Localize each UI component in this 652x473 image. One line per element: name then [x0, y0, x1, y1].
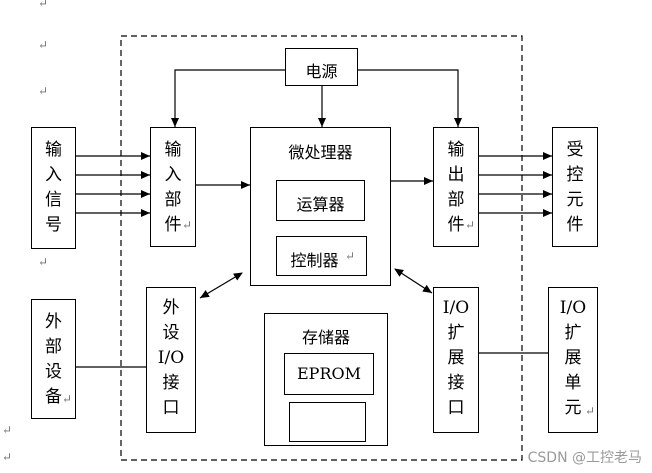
input-signal-label: 输 入 信 号: [45, 140, 62, 235]
peripheral-io-box: 外 设 I/O 接 口: [146, 287, 196, 433]
system-boundary: [120, 35, 523, 461]
peripheral-io-label: 外 设 I/O 接 口: [157, 298, 185, 418]
external-device-label: 外 部 设 备: [45, 312, 62, 407]
controller-label: 控制器: [290, 251, 339, 270]
io-expansion-unit-label: I/O 扩 展 单 元: [559, 298, 587, 418]
paragraph-mark: ↵: [182, 218, 193, 232]
power-box: 电源: [285, 48, 358, 86]
memory-blank-box: [289, 402, 366, 442]
alu-box: 运算器: [276, 180, 365, 221]
eprom-label: EPROM: [297, 364, 361, 383]
controlled-element-label: 受 控 元 件: [566, 140, 584, 235]
paragraph-mark: ↵: [585, 404, 596, 418]
alu-label: 运算器: [296, 195, 345, 214]
input-unit-box: 输 入 部 件 ↵: [150, 127, 196, 247]
arrow-power-to-input: [171, 69, 286, 127]
arrow-cpu-ext-io: [199, 272, 243, 299]
arrow-power-to-output: [358, 69, 462, 127]
input-unit-label: 输 入 部 件: [164, 140, 182, 235]
paragraph-mark: ↵: [2, 450, 13, 464]
io-expansion-port-label: I/O 扩 展 接 口: [442, 298, 470, 418]
controller-box: 控制器 ↵: [276, 236, 367, 276]
paragraph-mark: ↵: [38, 84, 49, 98]
output-unit-box: 输 出 部 件 ↵: [433, 127, 479, 247]
memory-title: 存储器: [301, 328, 350, 347]
memory-box: 存储器 EPROM: [264, 313, 388, 446]
external-device-box: 外 部 设 备 ↵: [31, 299, 76, 419]
power-label: 电源: [305, 62, 338, 81]
microprocessor-title: 微处理器: [288, 143, 353, 162]
paragraph-mark: ↵: [38, 0, 49, 10]
eprom-box: EPROM: [284, 353, 374, 395]
paragraph-mark: ↵: [38, 38, 49, 52]
io-expansion-port-box: I/O 扩 展 接 口: [433, 287, 479, 433]
microprocessor-box: 微处理器 运算器 控制器 ↵: [250, 127, 391, 286]
paragraph-mark: ↵: [465, 218, 476, 232]
paragraph-mark: ↵: [345, 249, 356, 263]
paragraph-mark: ↵: [62, 392, 73, 406]
io-expansion-unit-box: I/O 扩 展 单 元 ↵: [548, 287, 598, 433]
arrow-cpu-io-expand: [394, 268, 433, 294]
output-unit-label: 输 出 部 件: [447, 140, 465, 235]
watermark: CSDN @工控老马: [527, 450, 642, 466]
input-signal-box: 输 入 信 号: [31, 127, 76, 249]
controlled-element-box: 受 控 元 件: [552, 127, 598, 247]
paragraph-mark: ↵: [38, 255, 49, 269]
paragraph-mark: ↵: [2, 423, 13, 437]
